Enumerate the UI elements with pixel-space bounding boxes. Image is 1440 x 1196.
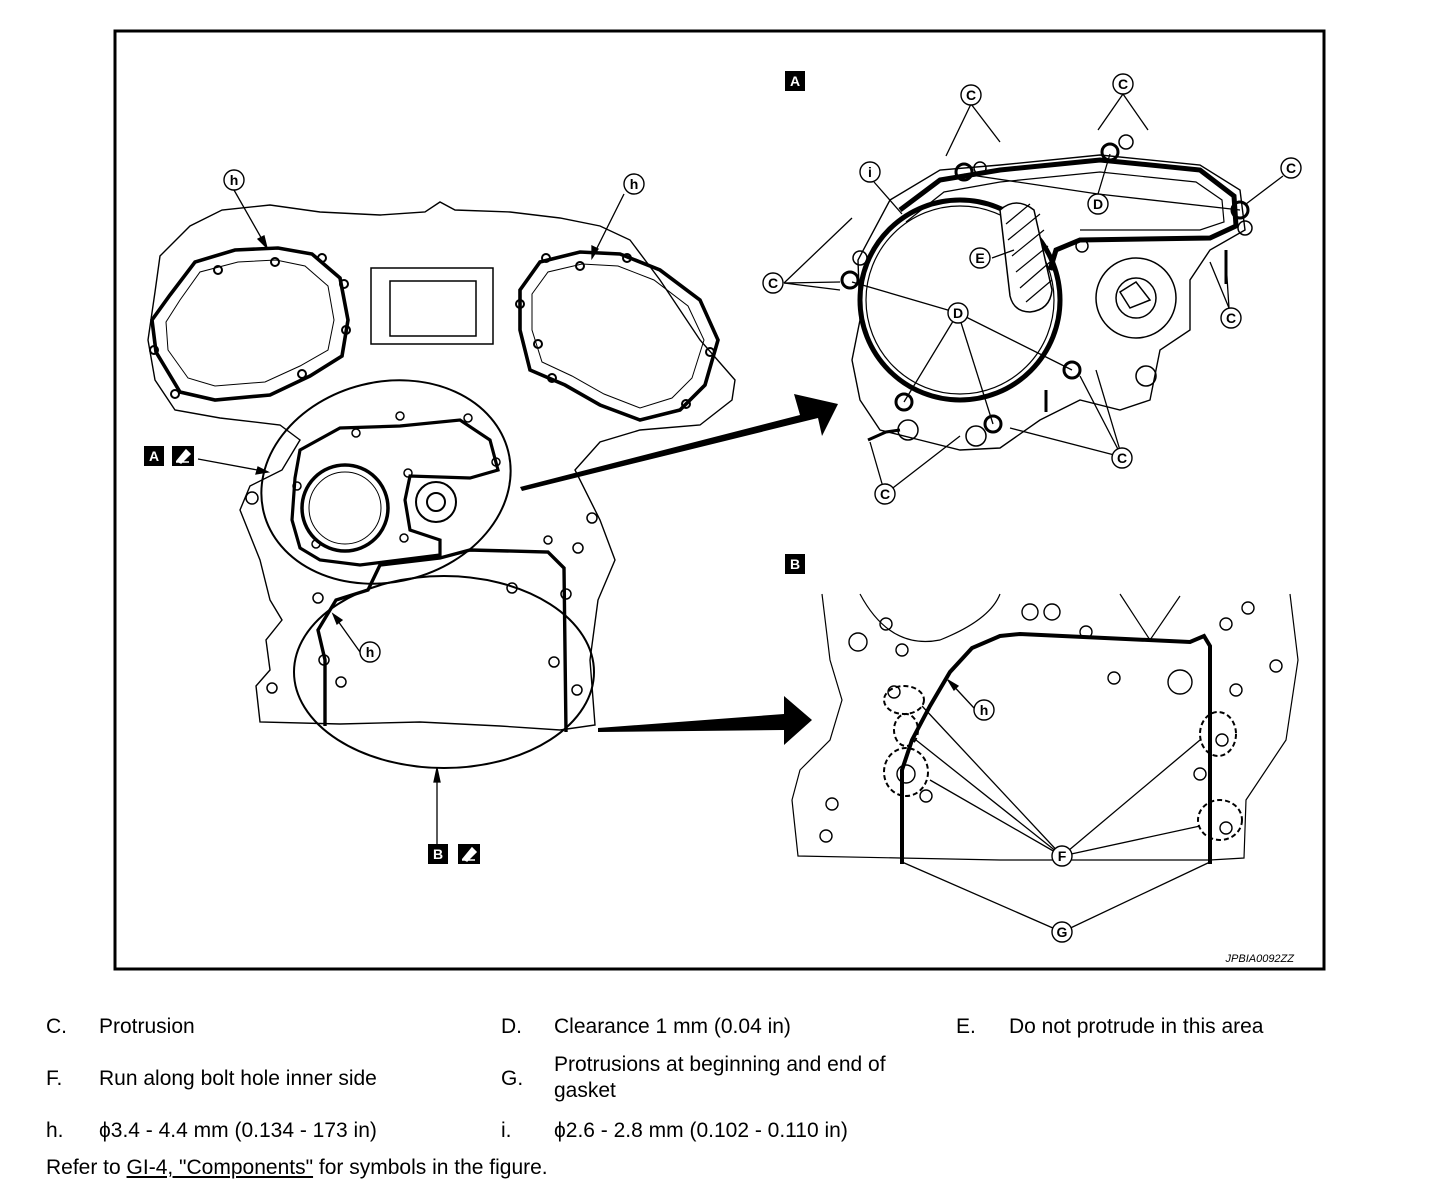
- detail-view-b: B: [785, 554, 1299, 943]
- callout-d-a2: D: [953, 305, 963, 321]
- callout-c-a7: C: [880, 486, 890, 502]
- reference-note: Refer to GI-4, "Components" for symbols …: [46, 1156, 548, 1180]
- callout-c-a4: C: [1226, 310, 1236, 326]
- callout-g: G: [1057, 924, 1068, 940]
- legend-text-f: Run along bolt hole inner side: [99, 1067, 377, 1090]
- legend-text-c: Protrusion: [99, 1015, 195, 1038]
- view-label-a-main: A: [149, 448, 159, 464]
- ref-prefix: Refer to: [46, 1156, 127, 1179]
- main-leader-lines: [197, 189, 625, 858]
- callout-c-a6: C: [1117, 450, 1127, 466]
- view-label-b-main: B: [433, 846, 443, 862]
- legend-key-f: F.: [46, 1067, 63, 1090]
- legend-key-e: E.: [956, 1015, 976, 1038]
- callout-c-a5: C: [768, 275, 778, 291]
- legend-text-d: Clearance 1 mm (0.04 in): [554, 1015, 791, 1038]
- callout-e: E: [975, 250, 984, 266]
- no-protrude-zone: [999, 202, 1053, 313]
- legend-text-i: ϕ2.6 - 2.8 mm (0.102 - 0.110 in): [554, 1119, 848, 1142]
- callout-c-a2: C: [1118, 76, 1128, 92]
- legend-text-e: Do not protrude in this area: [1009, 1015, 1264, 1038]
- ref-suffix: for symbols in the figure.: [313, 1156, 548, 1179]
- legend-text-g: Protrusions at beginning and end of gask…: [554, 1053, 886, 1102]
- callout-f: F: [1058, 848, 1067, 864]
- arrow-to-view-b: [598, 696, 812, 745]
- main-callouts: h h h A B: [144, 169, 645, 864]
- image-code: JPBIA0092ZZ: [1225, 953, 1296, 965]
- legend-text-h: ϕ3.4 - 4.4 mm (0.134 - 173 in): [99, 1119, 377, 1142]
- callout-c-a3: C: [1286, 160, 1296, 176]
- view-label-b-detail: B: [790, 556, 800, 572]
- callout-c-a1: C: [966, 87, 976, 103]
- callout-h-left: h: [230, 172, 239, 188]
- legend-key-g: G.: [501, 1067, 524, 1090]
- callout-i: i: [868, 164, 872, 180]
- legend-key-c: C.: [46, 1015, 67, 1038]
- legend-key-i: i.: [501, 1119, 512, 1142]
- components-link[interactable]: GI-4, "Components": [126, 1156, 314, 1179]
- arrow-to-view-a: [520, 394, 838, 491]
- detail-view-a: A: [762, 71, 1302, 505]
- figure-frame: [113, 29, 1326, 971]
- callout-h-b: h: [980, 702, 989, 718]
- callout-d-a1: D: [1093, 196, 1103, 212]
- legend-key-d: D.: [501, 1015, 522, 1038]
- legend-key-h: h.: [46, 1119, 64, 1142]
- callout-h-lower: h: [366, 644, 375, 660]
- gasket-application-diagram: h h h A B A: [113, 29, 1326, 971]
- callout-h-right: h: [630, 176, 639, 192]
- view-label-a-detail: A: [790, 73, 800, 89]
- front-cover-drawing: [147, 201, 736, 769]
- legend: C. Protrusion D. Clearance 1 mm (0.04 in…: [0, 1000, 1440, 1196]
